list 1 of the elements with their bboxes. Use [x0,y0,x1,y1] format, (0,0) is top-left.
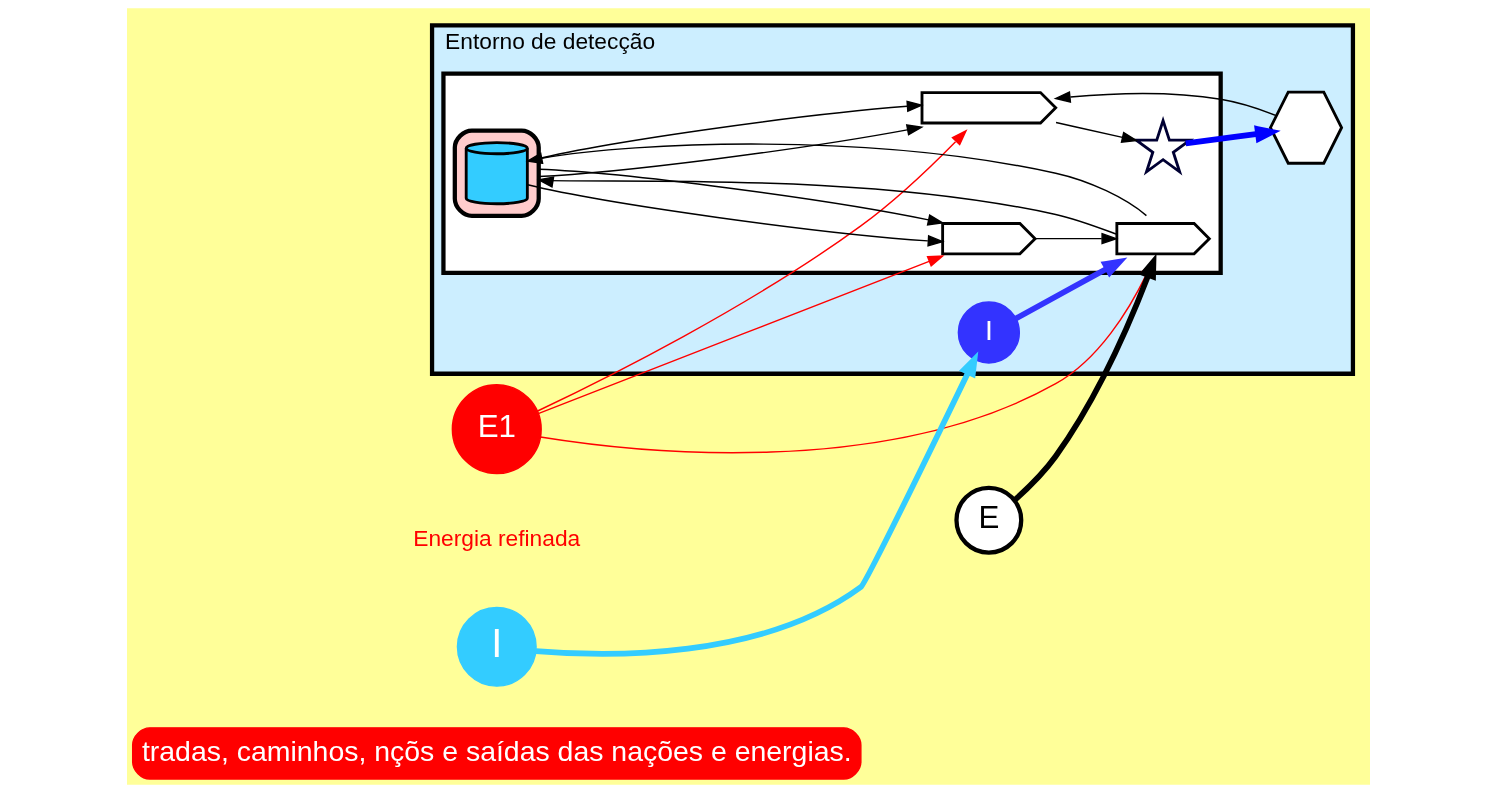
node-label: Energia refinada [413,524,581,551]
